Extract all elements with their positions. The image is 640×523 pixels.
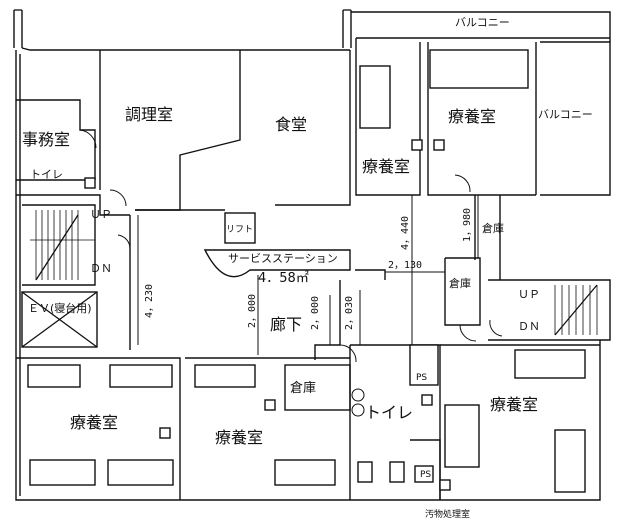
care-room-4-label: 療養室 bbox=[215, 428, 263, 447]
dim-2000a: 2，000 bbox=[247, 294, 258, 328]
care-room-2-label: 療養室 bbox=[448, 107, 496, 126]
labels: バルコニー バルコニー 調理室 食堂 事務室 トイレ 療養室 療養室 リフト サ… bbox=[22, 16, 593, 520]
corridor-label: 廊下 bbox=[270, 315, 302, 334]
right-stairs bbox=[554, 284, 598, 336]
care-room-5-label: 療養室 bbox=[490, 395, 538, 414]
dim-1980: 1，980 bbox=[462, 208, 473, 242]
furniture bbox=[27, 49, 586, 493]
ps-1-label: PS bbox=[416, 373, 427, 383]
doors bbox=[79, 129, 503, 417]
toilet-large-label: トイレ bbox=[365, 403, 413, 422]
dining-hall-label: 食堂 bbox=[275, 115, 307, 134]
left-stairs bbox=[30, 210, 95, 281]
outer-walls bbox=[13, 9, 611, 501]
ev-label: ＥＶ(寝台用) bbox=[28, 301, 92, 315]
dim-2030: 2，030 bbox=[344, 296, 355, 330]
balcony-top-label: バルコニー bbox=[455, 16, 510, 29]
service-station-name: サービスステーション bbox=[228, 252, 338, 265]
dim-2130: 2，130 bbox=[388, 260, 422, 271]
dim-4440: 4，440 bbox=[400, 216, 411, 250]
dimension-lines bbox=[137, 195, 479, 355]
storage-2-label: 倉庫 bbox=[449, 276, 471, 290]
care-room-1-label: 療養室 bbox=[362, 157, 410, 176]
up-right-label: ＵＰ bbox=[518, 288, 540, 301]
filth-room-label: 汚物処理室 bbox=[425, 508, 470, 520]
up-left-label: ＵＰ bbox=[90, 208, 112, 221]
ps-2-label: PS bbox=[420, 470, 431, 480]
office-label: 事務室 bbox=[22, 130, 70, 149]
cooking-room-label: 調理室 bbox=[125, 105, 173, 124]
dim-4230: 4，230 bbox=[144, 284, 155, 318]
storage-3-label: 倉庫 bbox=[482, 221, 504, 235]
dim-2000b: 2，000 bbox=[310, 296, 321, 330]
dimension-labels: 4，230 2，000 2，000 2，030 2，130 4，440 1，98… bbox=[144, 208, 473, 330]
dn-left-label: ＤＮ bbox=[90, 262, 112, 275]
lift-label: リフト bbox=[226, 225, 253, 235]
balcony-right-label: バルコニー bbox=[538, 108, 593, 121]
toilet-small-label: トイレ bbox=[30, 168, 63, 181]
storage-1-label: 倉庫 bbox=[290, 381, 316, 396]
care-room-3-label: 療養室 bbox=[70, 413, 118, 432]
service-station-area: 4．58㎡ bbox=[258, 271, 309, 286]
dn-right-label: ＤＮ bbox=[518, 320, 540, 333]
